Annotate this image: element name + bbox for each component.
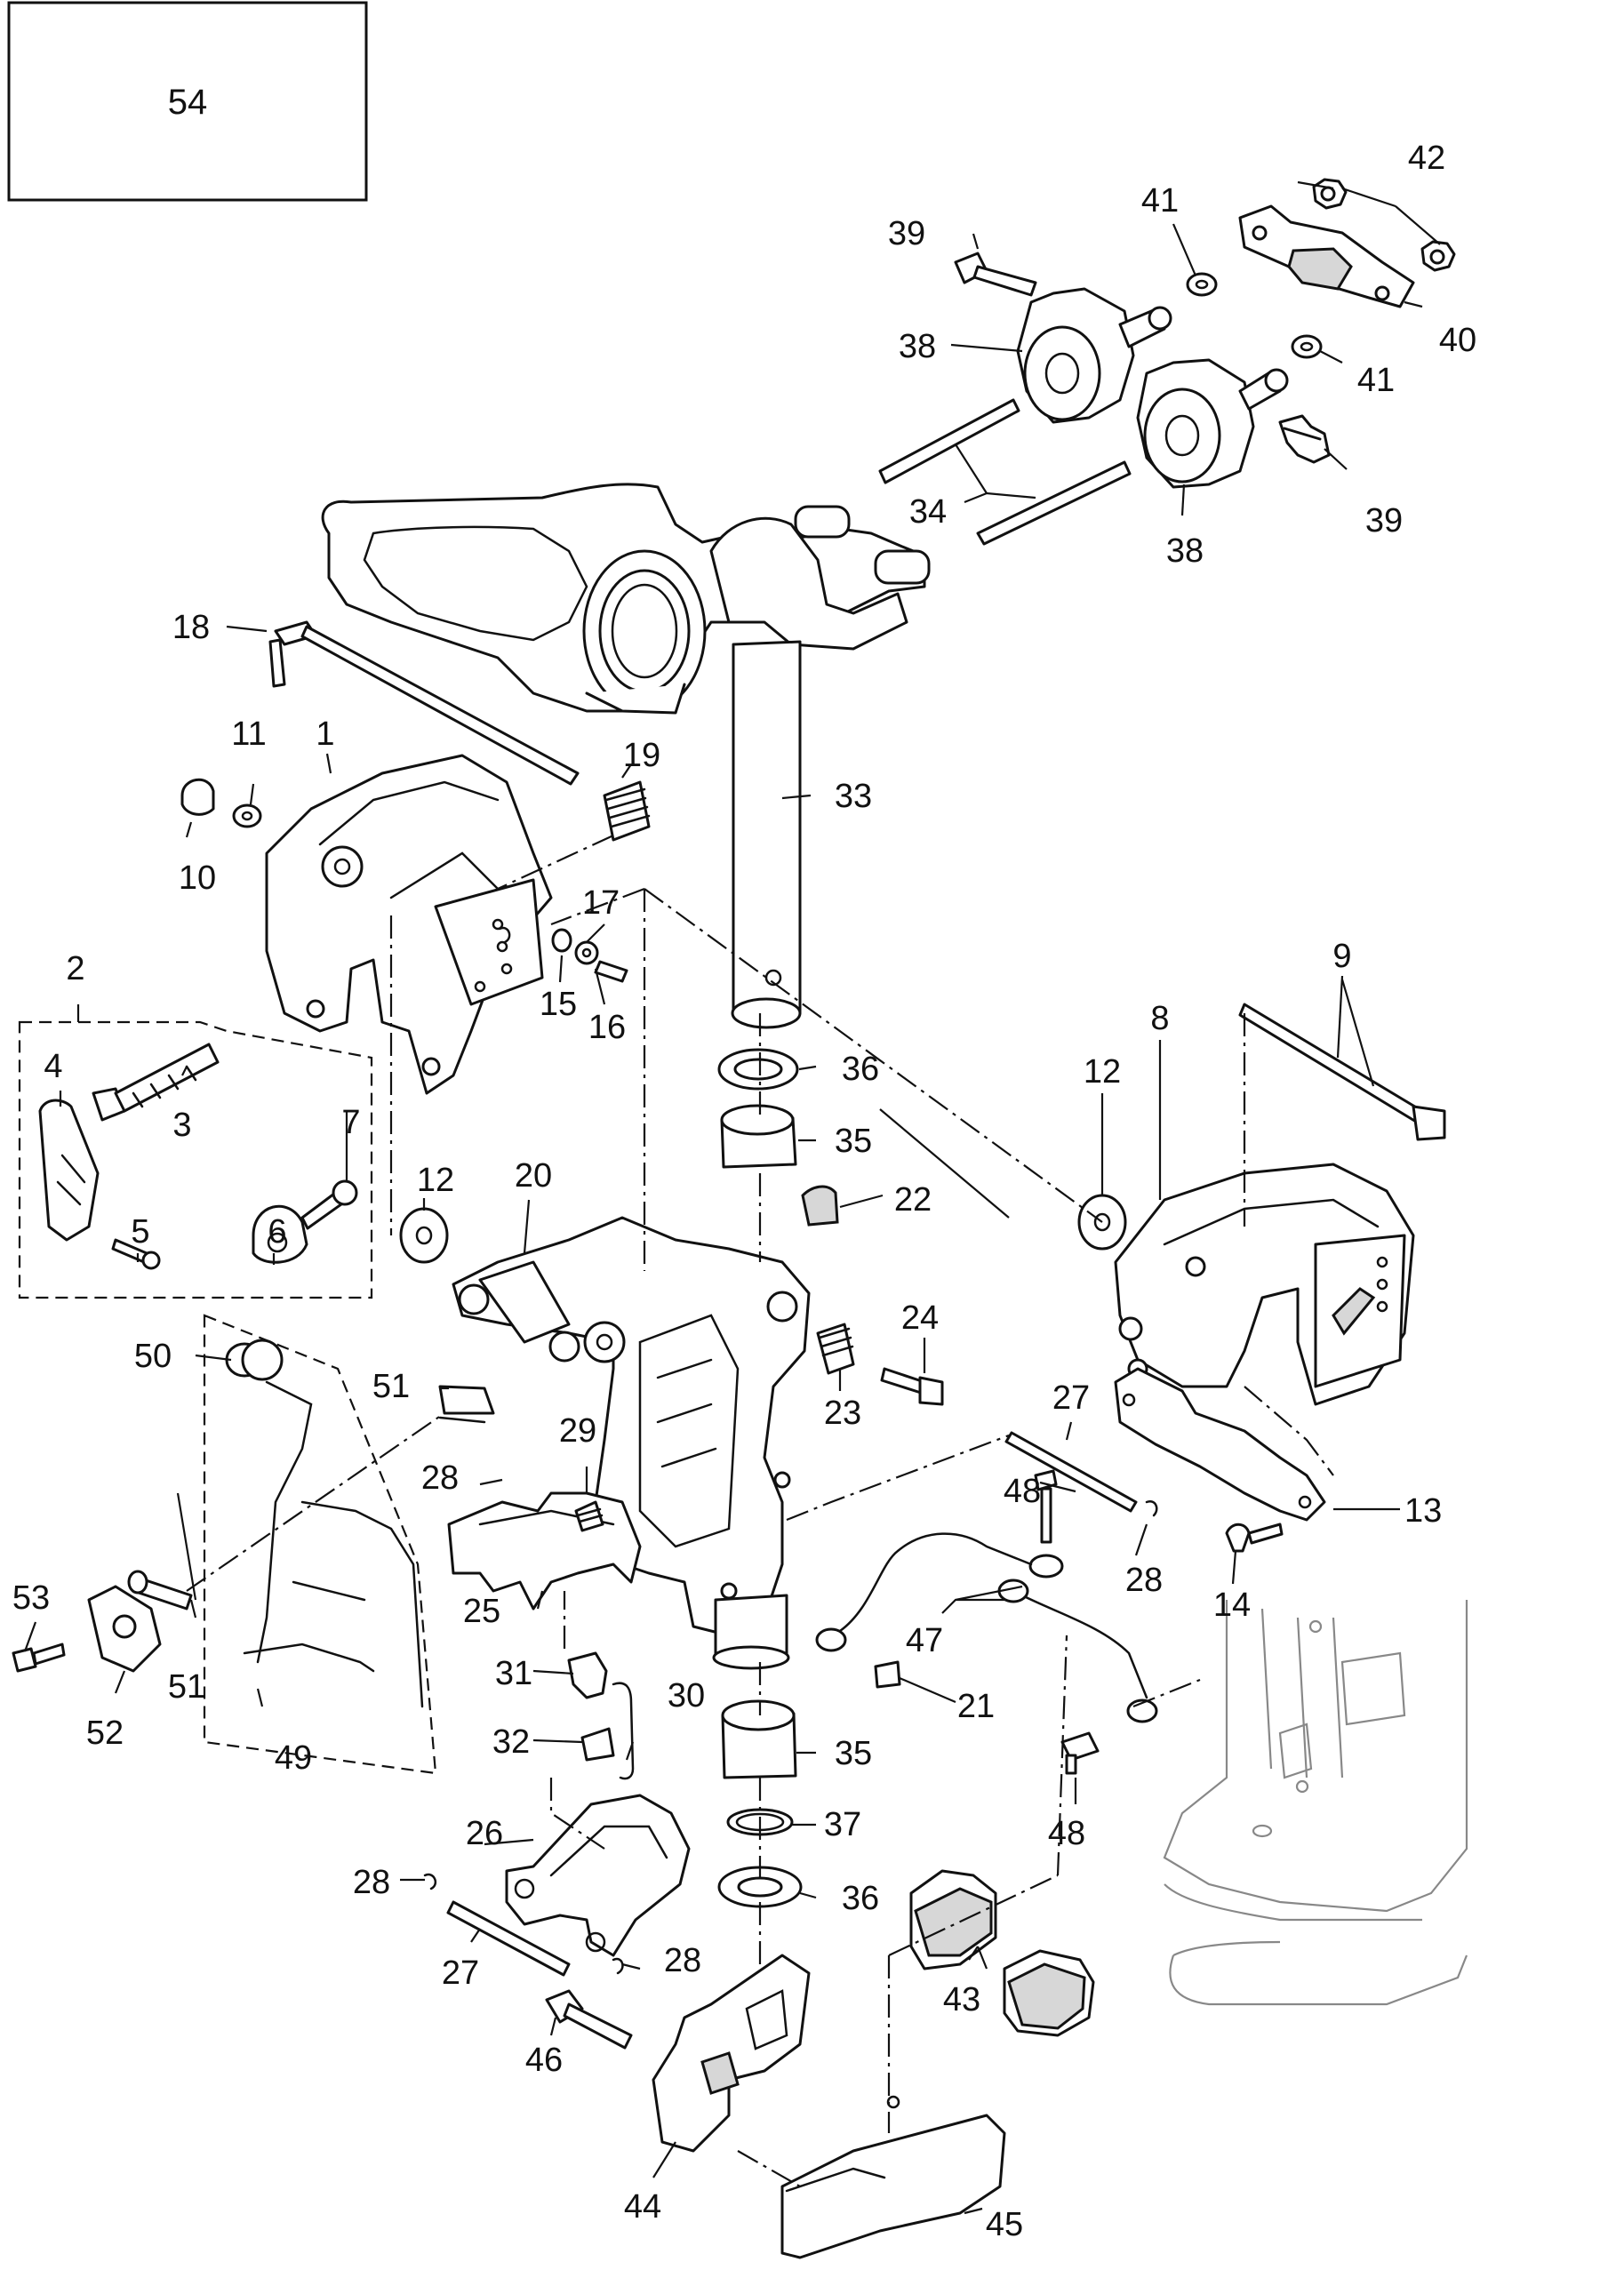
clamp-bracket-right (1114, 1003, 1446, 1406)
callout-43: 43 (943, 1981, 980, 2018)
callout-51-lower: 51 (168, 1668, 205, 1706)
callout-48-lower: 48 (1048, 1815, 1085, 1852)
callout-1: 1 (316, 715, 334, 753)
callout-36-lower: 36 (842, 1880, 879, 1917)
callout-44: 44 (624, 2188, 661, 2226)
callout-6: 6 (268, 1213, 286, 1251)
callout-31: 31 (495, 1655, 532, 1692)
steering-shaft (731, 640, 802, 1029)
callout-18: 18 (172, 609, 210, 646)
callout-labels: 1 2 3 4 5 6 7 8 9 10 11 12 12 13 14 15 1… (12, 140, 1476, 2243)
callout-39-upper: 39 (888, 215, 925, 252)
callout-35-lower: 35 (835, 1735, 872, 1772)
callout-30: 30 (668, 1677, 705, 1714)
nut-10-washer-11 (180, 778, 262, 828)
callout-38-upper: 38 (899, 328, 936, 365)
callout-33: 33 (835, 778, 872, 815)
callout-50: 50 (134, 1338, 172, 1375)
group-2-box (18, 1020, 373, 1299)
tilt-lever-26 (423, 926, 691, 1977)
callout-37: 37 (824, 1806, 861, 1843)
callout-16: 16 (588, 1009, 626, 1046)
callout-28-right: 28 (1125, 1562, 1163, 1599)
callout-45: 45 (986, 2206, 1023, 2243)
spring-19 (603, 780, 651, 842)
callout-49: 49 (275, 1739, 312, 1777)
callout-11: 11 (231, 715, 266, 753)
callout-25: 25 (463, 1593, 500, 1630)
callout-41-lower: 41 (1357, 362, 1395, 399)
engine-mount-assembly (878, 178, 1456, 546)
callout-23: 23 (824, 1395, 861, 1432)
callout-26: 26 (466, 1815, 503, 1852)
leader-lines (23, 180, 1441, 2215)
callout-51-upper: 51 (372, 1368, 410, 1405)
callout-3: 3 (172, 1107, 191, 1144)
callout-9: 9 (1332, 938, 1351, 975)
callout-7: 7 (341, 1104, 360, 1141)
callout-34: 34 (909, 493, 947, 531)
callout-12-left: 12 (417, 1162, 454, 1199)
bushings-lower (717, 1699, 803, 1908)
callout-21: 21 (957, 1688, 995, 1725)
callout-19: 19 (623, 737, 660, 774)
callout-5: 5 (131, 1213, 149, 1251)
callout-40: 40 (1439, 322, 1476, 359)
callout-32: 32 (492, 1723, 530, 1761)
callout-28-upper: 28 (421, 1459, 459, 1497)
lower-unit-outline (1163, 1600, 1468, 2006)
small-hardware-15-17 (551, 928, 628, 983)
callout-24: 24 (901, 1299, 939, 1337)
bushings-upper (717, 1048, 839, 1227)
plate-13-rod-27 (1004, 1367, 1326, 1553)
assembly-lines (186, 835, 1334, 2187)
clamp-bracket-left (265, 754, 553, 1095)
callout-47: 47 (906, 1622, 943, 1659)
callout-10: 10 (179, 859, 216, 897)
spring-23-bolt-24 (816, 1323, 944, 1406)
tilt-lock-parts (447, 1491, 642, 1780)
callout-4: 4 (44, 1048, 62, 1085)
callout-28-lower: 28 (664, 1942, 701, 1979)
callout-53: 53 (12, 1579, 50, 1617)
callout-36-upper: 36 (842, 1051, 879, 1088)
callout-20: 20 (515, 1157, 552, 1195)
callout-46: 46 (525, 2042, 563, 2079)
callout-14: 14 (1213, 1587, 1251, 1624)
callout-41-upper: 41 (1141, 182, 1179, 220)
callout-12-right: 12 (1084, 1053, 1121, 1091)
callout-22: 22 (894, 1181, 932, 1219)
callout-13: 13 (1404, 1492, 1442, 1530)
callout-48-upper: 48 (1004, 1473, 1041, 1510)
washers-12 (399, 1194, 1127, 1264)
callout-17: 17 (582, 884, 620, 922)
lower-bracket-44-45 (545, 1869, 1095, 2259)
callout-27-left: 27 (442, 1954, 479, 1992)
callout-39-lower: 39 (1365, 502, 1403, 540)
swivel-bracket (452, 1216, 811, 1670)
callout-8: 8 (1150, 1000, 1169, 1037)
callout-38-lower: 38 (1166, 532, 1204, 570)
callout-15: 15 (540, 986, 577, 1023)
upper-mount-frame (268, 483, 931, 786)
callout-42: 42 (1408, 140, 1445, 177)
callout-2: 2 (66, 950, 84, 987)
callout-52: 52 (86, 1714, 124, 1752)
callout-27-right: 27 (1052, 1379, 1090, 1417)
callout-28-left: 28 (353, 1864, 390, 1901)
callout-35-upper: 35 (835, 1123, 872, 1160)
page-number-box: 54 (7, 1, 368, 202)
ground-cable-47 (815, 1469, 1158, 1775)
page-number: 54 (168, 83, 208, 122)
callout-29: 29 (559, 1412, 596, 1450)
